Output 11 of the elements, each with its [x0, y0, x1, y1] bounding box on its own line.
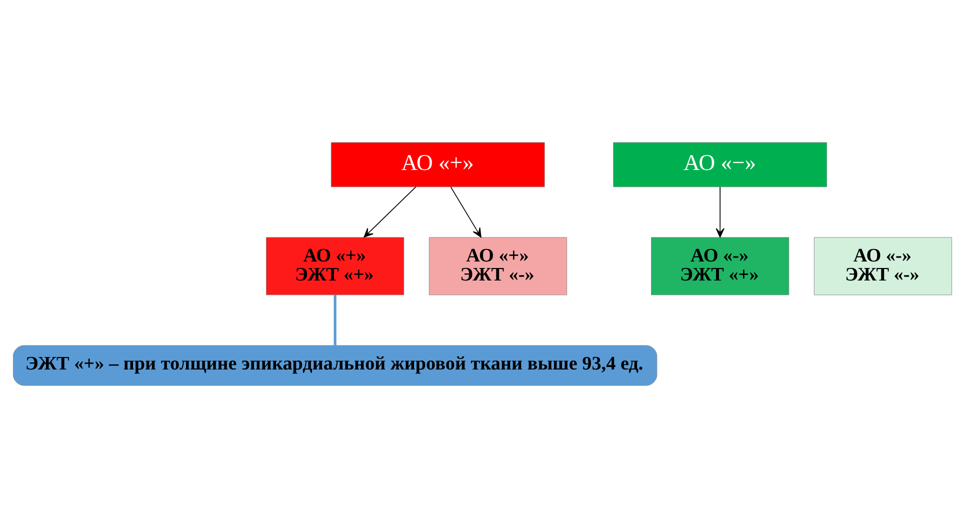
arrow [450, 186, 482, 238]
node-box: АО «+» ЭЖТ «+» [266, 237, 404, 296]
connector [334, 295, 336, 346]
node-box: АО «−» [613, 142, 828, 188]
node-box: АО «+» ЭЖТ «-» [428, 237, 567, 296]
node-box: АО «-» ЭЖТ «+» [651, 237, 790, 296]
arrow [364, 186, 416, 238]
arrow [716, 186, 724, 238]
node-box: АО «+» [330, 142, 545, 188]
node-box: АО «-» ЭЖТ «-» [814, 237, 952, 296]
node-box: ЭЖТ «+» – при толщине эпикардиальной жировой ткани выше 93,4 ед. [12, 345, 658, 386]
